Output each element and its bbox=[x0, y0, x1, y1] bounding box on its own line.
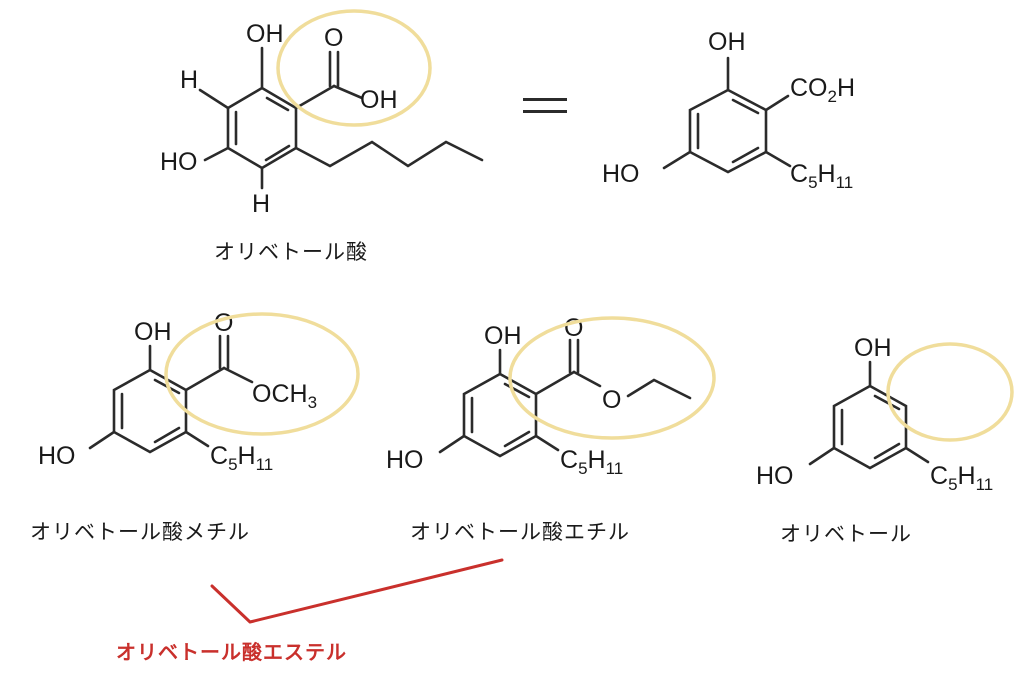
olivetol-structure: OH HO C5H11 bbox=[756, 334, 1014, 494]
olivetolic-ester-group-label: オリベトール酸エステル bbox=[116, 640, 347, 664]
c5h11-text: C5H11 bbox=[210, 442, 273, 474]
c5h11-text: C5H11 bbox=[790, 160, 853, 192]
oh-top-text: OH bbox=[246, 20, 284, 48]
ho-left-text: HO bbox=[160, 148, 198, 176]
olivetol-label: オリベトール bbox=[780, 522, 912, 546]
ester-o-text: O bbox=[602, 386, 621, 414]
methyl-olivetolate-structure: OH O OCH3 HO C5H11 bbox=[38, 309, 360, 474]
co2h-text: CO2H bbox=[790, 74, 855, 106]
carbonyl-o-text: O bbox=[324, 24, 343, 52]
ethyl-olivetolate-label: オリベトール酸エチル bbox=[410, 520, 630, 544]
oh-top-text: OH bbox=[134, 318, 172, 346]
h-lower-text: H bbox=[252, 190, 270, 218]
missing-group-highlight-ellipse bbox=[886, 342, 1014, 442]
carbonyl-o-text: O bbox=[564, 314, 583, 342]
oh-top-text: OH bbox=[484, 322, 522, 350]
ester-highlight-ellipse bbox=[508, 316, 716, 440]
equals-sign bbox=[523, 90, 567, 120]
olivetolic-acid-label: オリベトール酸 bbox=[214, 240, 368, 264]
olivetolic-acid-condensed-structure: OH CO2H HO C5H11 bbox=[602, 28, 855, 192]
h-upper-text: H bbox=[180, 66, 198, 94]
carbonyl-o-text: O bbox=[214, 309, 233, 337]
methyl-olivetolate-label: オリベトール酸メチル bbox=[30, 520, 250, 544]
oh-top-text: OH bbox=[708, 28, 746, 56]
acid-oh-text: OH bbox=[360, 86, 398, 114]
ester-highlight-ellipse bbox=[164, 312, 360, 436]
oh-top-text: OH bbox=[854, 334, 892, 362]
och3-text: OCH3 bbox=[252, 380, 317, 412]
ho-left-text: HO bbox=[756, 462, 794, 490]
olivetolic-acid-structure: OH O OH H HO H bbox=[160, 9, 484, 218]
ethyl-olivetolate-structure: OH O O HO C5H11 bbox=[386, 314, 716, 478]
carboxyl-highlight-ellipse bbox=[276, 9, 432, 127]
ho-left-text: HO bbox=[386, 446, 424, 474]
c5h11-text: C5H11 bbox=[930, 462, 993, 494]
c5h11-text: C5H11 bbox=[560, 446, 623, 478]
ho-left-text: HO bbox=[602, 160, 640, 188]
ho-left-text: HO bbox=[38, 442, 76, 470]
ester-bracket-line bbox=[210, 558, 504, 624]
